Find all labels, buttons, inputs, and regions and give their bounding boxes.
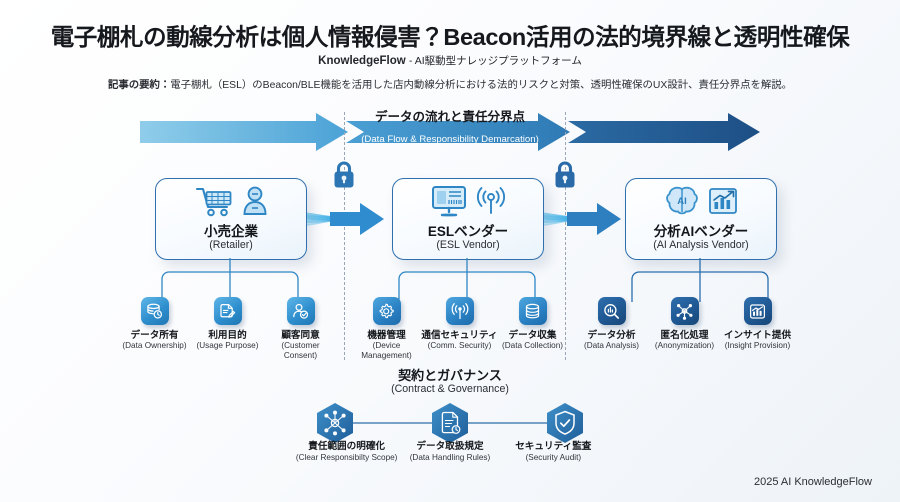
band-title-jp: データの流れと責任分界点 <box>374 110 525 124</box>
governance-label-jp: セキュリティ監査 <box>515 441 592 452</box>
insight-chart-icon <box>743 297 772 325</box>
governance-label-jp: 責任範囲の明確化 <box>308 441 386 452</box>
sub-item-label-en: (Comm. Security) <box>427 341 492 351</box>
entity-icon-group: AI <box>665 183 738 223</box>
governance-item[interactable]: 責任範囲の明確化 (Clear Responsibilty Scope) <box>295 441 398 463</box>
band-title-en: (Data Flow & Responsibility Demarcation) <box>361 134 539 145</box>
brand-line: KnowledgeFlow - AI駆動型ナレッジプラットフォーム <box>0 53 900 68</box>
person-check-icon <box>286 297 315 325</box>
entity-name-jp: 分析AIベンダー <box>653 224 749 239</box>
demarcation-line-1 <box>344 112 345 360</box>
gear-icon <box>372 297 401 325</box>
sub-item[interactable]: 顧客同意 (Customer Consent) <box>264 297 337 361</box>
sub-item[interactable]: インサイト提供 (Insight Provision) <box>721 297 794 351</box>
sub-item-label-en: (Data Ownership) <box>122 341 187 351</box>
governance-label-en: (Security Audit) <box>525 452 582 462</box>
entity-name-jp: 小売企業 <box>204 224 258 239</box>
sub-item-label-en: (Data Analysis) <box>583 341 640 351</box>
footer-copyright: 2025 AI KnowledgeFlow <box>753 476 872 488</box>
sub-item-label-en: (Insight Provision) <box>724 341 791 351</box>
sub-item-label-jp: 機器管理 <box>367 330 406 341</box>
ai-brain-icon: AI <box>665 185 699 222</box>
sub-item[interactable]: 通信セキュリティ (Comm. Security) <box>421 297 498 361</box>
entity-icon-group <box>431 183 506 223</box>
sub-item-label-jp: インサイト提供 <box>723 330 792 341</box>
governance-item[interactable]: データ取扱規定 (Data Handling Rules) <box>398 441 501 463</box>
sub-item-label-jp: 顧客同意 <box>281 330 320 341</box>
governance-icon-row <box>317 403 583 443</box>
anonymize-network-icon <box>670 297 699 325</box>
database-icon <box>518 297 547 325</box>
brand-tagline: - AI駆動型ナレッジプラットフォーム <box>408 55 582 67</box>
sub-item-label-jp: データ収集 <box>508 330 557 341</box>
sub-item[interactable]: データ分析 (Data Analysis) <box>575 297 648 351</box>
document-clock-icon <box>432 403 468 443</box>
sub-item[interactable]: 利用目的 (Usage Purpose) <box>191 297 264 361</box>
sub-item-label-jp: データ所有 <box>130 330 179 341</box>
data-flow-band: データの流れと責任分界点 (Data Flow & Responsibility… <box>140 110 760 152</box>
sub-item-label-jp: データ分析 <box>587 330 636 341</box>
governance-title-en: (Contract & Governance) <box>391 383 509 395</box>
sub-item-label-jp: 利用目的 <box>208 330 247 341</box>
chart-magnifier-icon <box>597 297 626 325</box>
entity-card-ai-vendor[interactable]: AI 分析AIベンダー (AI Analysis Vendor) <box>625 178 777 260</box>
sub-item-label-en: (Device Management) <box>361 341 412 361</box>
brand-name: KnowledgeFlow <box>318 55 406 67</box>
branch-connector <box>398 258 536 302</box>
governance-item[interactable]: セキュリティ監査 (Security Audit) <box>502 441 605 463</box>
demarcation-line-2 <box>565 112 566 360</box>
sub-items-ai-vendor: データ分析 (Data Analysis) 匿名化処理 (Anonymizati… <box>575 297 794 351</box>
entity-card-retailer[interactable]: 小売企業 (Retailer) <box>155 178 307 260</box>
sub-items-retailer: データ所有 (Data Ownership) 利用目的 (Usage Purpo… <box>118 297 337 361</box>
branch-connector <box>631 258 769 302</box>
governance-label-en: (Clear Responsibilty Scope) <box>295 452 398 462</box>
lock-icon <box>331 160 357 190</box>
sub-items-esl-vendor: 機器管理 (Device Management) 通信セキュリティ (Comm.… <box>350 297 569 361</box>
customer-person-icon <box>242 185 268 222</box>
sub-item-label-en: (Data Collection) <box>502 341 563 351</box>
flow-arrow-graphic <box>140 113 760 151</box>
sub-item-label-en: (Anonymization) <box>654 341 715 351</box>
sub-item[interactable]: 機器管理 (Device Management) <box>350 297 423 361</box>
summary-text: 電子棚札（ESL）のBeacon/BLE機能を活用した店内動線分析における法的リ… <box>170 80 793 91</box>
monitor-display-icon <box>431 185 467 222</box>
governance-label-jp: データ取扱規定 <box>416 441 484 452</box>
entity-card-esl-vendor[interactable]: ESLベンダー (ESL Vendor) <box>392 178 544 260</box>
page-title: 電子棚札の動線分析は個人情報侵害？Beacon活用の法的境界線と透明性確保 <box>50 24 850 50</box>
sub-item-label-en: (Usage Purpose) <box>196 341 259 351</box>
shield-check-icon <box>547 403 583 443</box>
sub-item[interactable]: 匿名化処理 (Anonymization) <box>648 297 721 351</box>
sub-item[interactable]: データ収集 (Data Collection) <box>496 297 569 361</box>
shopping-cart-icon <box>195 185 233 222</box>
signal-tower-icon <box>445 297 474 325</box>
network-molecule-icon <box>317 403 353 443</box>
sub-item-label-jp: 匿名化処理 <box>660 330 709 341</box>
governance-title-jp: 契約とガバナンス <box>398 368 502 383</box>
article-summary: 記事の要約：電子棚札（ESL）のBeacon/BLE機能を活用した店内動線分析に… <box>0 76 900 91</box>
entity-name-jp: ESLベンダー <box>427 224 509 239</box>
summary-label: 記事の要約： <box>107 80 171 91</box>
lock-icon <box>552 160 578 190</box>
database-ownership-icon <box>140 297 169 325</box>
svg-text:AI: AI <box>677 196 687 207</box>
entity-icon-group <box>195 183 268 223</box>
sub-item[interactable]: データ所有 (Data Ownership) <box>118 297 191 361</box>
entity-name-en: (AI Analysis Vendor) <box>653 239 749 252</box>
governance-label-en: (Data Handling Rules) <box>409 452 491 462</box>
sub-item-label-jp: 通信セキュリティ <box>421 330 498 341</box>
entity-name-en: (Retailer) <box>209 239 253 252</box>
growth-chart-icon <box>708 186 738 221</box>
branch-connector <box>161 258 299 302</box>
governance-labels: 責任範囲の明確化 (Clear Responsibilty Scope) データ… <box>295 441 605 463</box>
document-edit-icon <box>213 297 242 325</box>
entity-name-en: (ESL Vendor) <box>436 239 500 252</box>
sub-item-label-en: (Customer Consent) <box>281 341 320 361</box>
wireless-signal-icon <box>476 186 506 221</box>
